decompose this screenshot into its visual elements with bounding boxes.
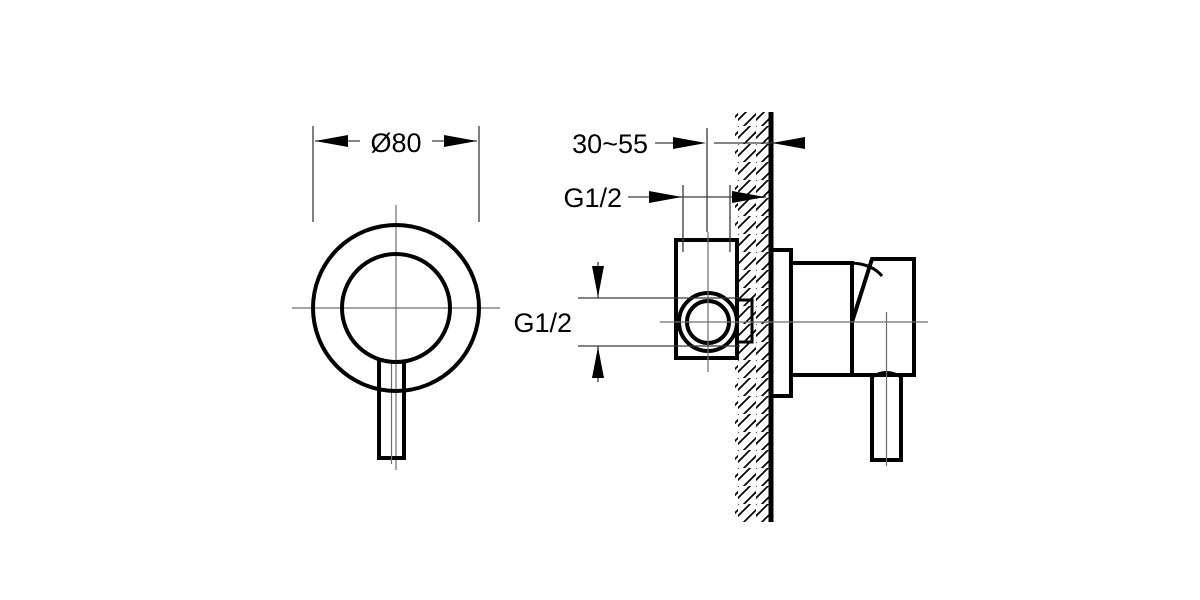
dim-g12h-label: G1/2: [563, 183, 622, 213]
front-view-outer-circle: [311, 223, 481, 393]
inlet-elbow-body: [660, 232, 770, 372]
side-escutcheon-plate: [771, 248, 793, 398]
dim-d80-arrow-right: [444, 135, 477, 147]
dim-depth-arrow-left: [673, 137, 706, 149]
front-view: Ø80: [292, 126, 500, 470]
dimension-diameter-80: Ø80: [312, 126, 480, 222]
dim-depth-arrow-right: [772, 137, 805, 149]
side-body-right-block: [850, 257, 916, 377]
dim-d80-arrow-left: [315, 135, 348, 147]
dim-d80-label: Ø80: [370, 128, 421, 158]
dim-g12h-arrow-right: [732, 191, 765, 203]
dim-g12v-arrow-bottom: [592, 347, 604, 378]
front-view-lever-handle: [377, 360, 406, 464]
dim-g12v-label: G1/2: [513, 308, 572, 338]
side-body-chamfer-curve: [851, 261, 884, 278]
side-mixer-body: [760, 257, 928, 377]
side-escutcheon-outline: [771, 248, 793, 398]
dimension-inlet-thread-vertical: G1/2: [513, 262, 740, 382]
dimension-inlet-thread-horizontal: G1/2: [563, 183, 766, 252]
side-body-left-block: [791, 261, 854, 377]
dim-g12h-arrow-left: [649, 191, 682, 203]
side-section-view: 30~55 G1/2 G1/2: [513, 112, 928, 522]
dimension-depth-30-55: 30~55: [572, 128, 805, 232]
dim-g12v-arrow-top: [592, 266, 604, 297]
inlet-elbow-neck: [737, 298, 754, 344]
dim-depth-label: 30~55: [572, 129, 648, 159]
front-view-inner-circle: [340, 252, 452, 364]
inlet-elbow-outline: [674, 238, 739, 360]
side-lever-handle: [870, 312, 903, 466]
